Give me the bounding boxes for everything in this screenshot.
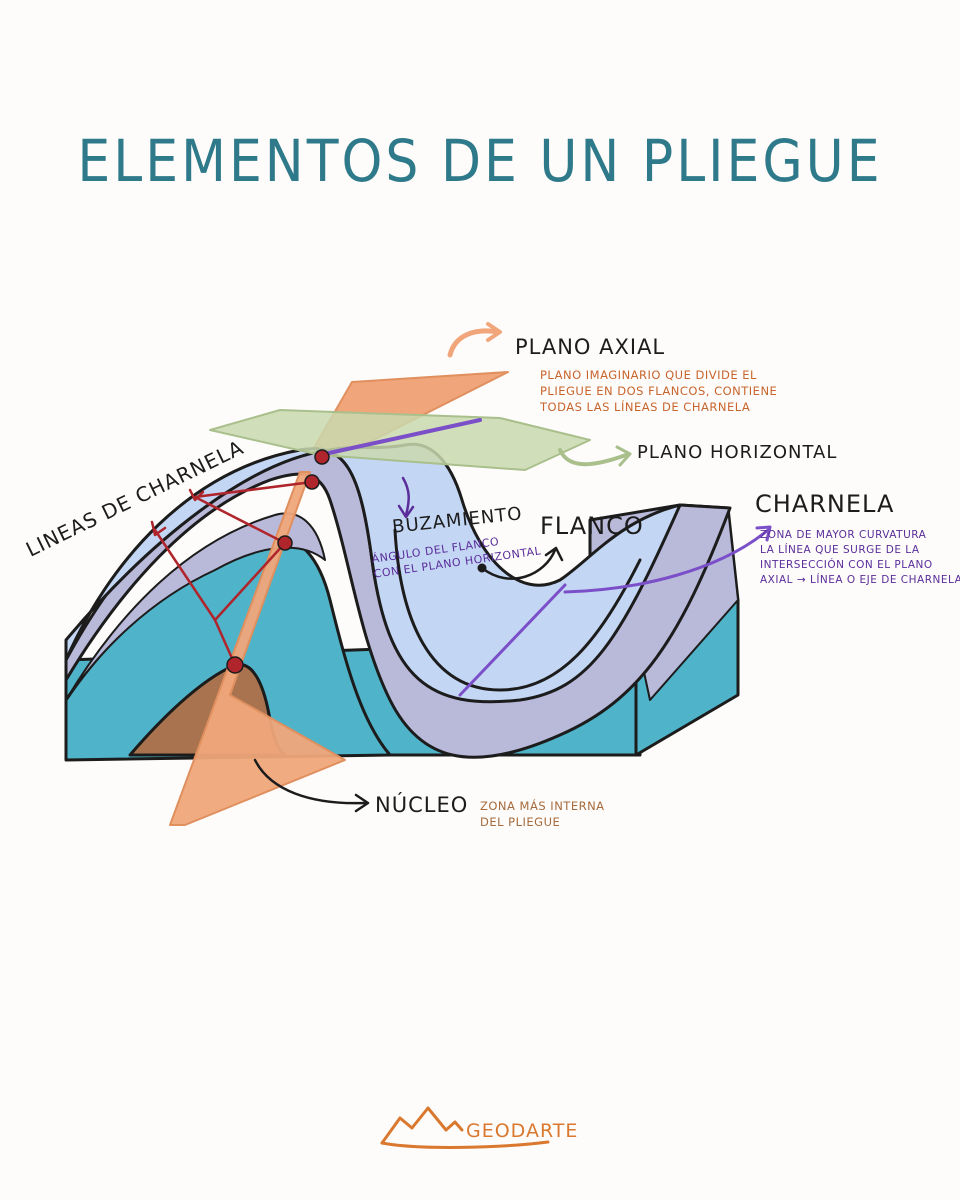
flanco-dot [477, 563, 487, 573]
note-plano-axial: PLANO IMAGINARIO QUE DIVIDE EL PLIEGUE E… [540, 367, 777, 415]
plano-axial-arrow [447, 328, 501, 358]
charnela-arrow [563, 528, 770, 594]
hinge-point-3 [277, 535, 293, 551]
geodarte-logo-mountain [380, 1106, 550, 1149]
note-plano-axial-line: PLIEGUE EN DOS FLANCOS, CONTIENE [540, 384, 778, 398]
label-flanco: FLANCO [540, 512, 644, 540]
hinge-line-syncline [458, 583, 567, 697]
axial-plane-front [169, 471, 346, 826]
layer-lavender-inner [65, 512, 326, 701]
note-charnela: ZONA DE MAYOR CURVATURA LA LÍNEA QUE SUR… [760, 528, 960, 588]
hinge-arrow-head-1 [150, 520, 167, 537]
buzamiento-arrow [401, 476, 410, 517]
label-plano-axial: PLANO AXIAL [515, 335, 666, 359]
page-title: ELEMENTOS DE UN PLIEGUE [77, 128, 883, 196]
note-plano-axial-line: PLANO IMAGINARIO QUE DIVIDE EL [540, 368, 757, 382]
hinge-arrow-3 [213, 541, 287, 622]
label-charnela: CHARNELA [755, 490, 895, 518]
plano-axial-arrow-head [486, 322, 502, 342]
note-charnela-line: AXIAL → LÍNEA O EJE DE CHARNELA [760, 574, 960, 586]
note-charnela-line: LA LÍNEA QUE SURGE DE LA [760, 544, 920, 556]
hinge-point-1 [314, 449, 330, 465]
flanco-arrow-head [544, 546, 564, 562]
flanco-arrow [480, 548, 557, 580]
charnela-arrow-head [755, 525, 772, 542]
brand-name: GEODARTE [466, 1120, 579, 1142]
hinge-arrow-2 [193, 480, 314, 545]
note-plano-axial-line: TODAS LAS LÍNEAS DE CHARNELA [540, 400, 751, 414]
nucleo-arrow-head [354, 793, 370, 813]
hinge-point-2 [304, 474, 320, 490]
note-charnela-line: ZONA DE MAYOR CURVATURA [760, 529, 927, 541]
note-nucleo-line: ZONA MÁS INTERNA [480, 799, 605, 813]
note-nucleo-line: DEL PLIEGUE [480, 815, 561, 829]
hinge-point-4 [226, 656, 244, 674]
plano-horizontal-arrow [558, 448, 628, 467]
note-nucleo: ZONA MÁS INTERNA DEL PLIEGUE [480, 798, 605, 830]
hinge-arrow-head-2 [188, 488, 205, 502]
note-charnela-line: INTERSECCIÓN CON EL PLANO [760, 559, 933, 571]
hinge-line-top [318, 418, 482, 457]
plano-horizontal-arrow-head [615, 445, 632, 467]
buzamiento-arrow-head [397, 504, 415, 519]
label-plano-horizontal: PLANO HORIZONTAL [637, 442, 838, 463]
syncline-inner [393, 528, 642, 692]
label-nucleo: NÚCLEO [375, 793, 469, 817]
nucleo-arrow [253, 758, 367, 805]
